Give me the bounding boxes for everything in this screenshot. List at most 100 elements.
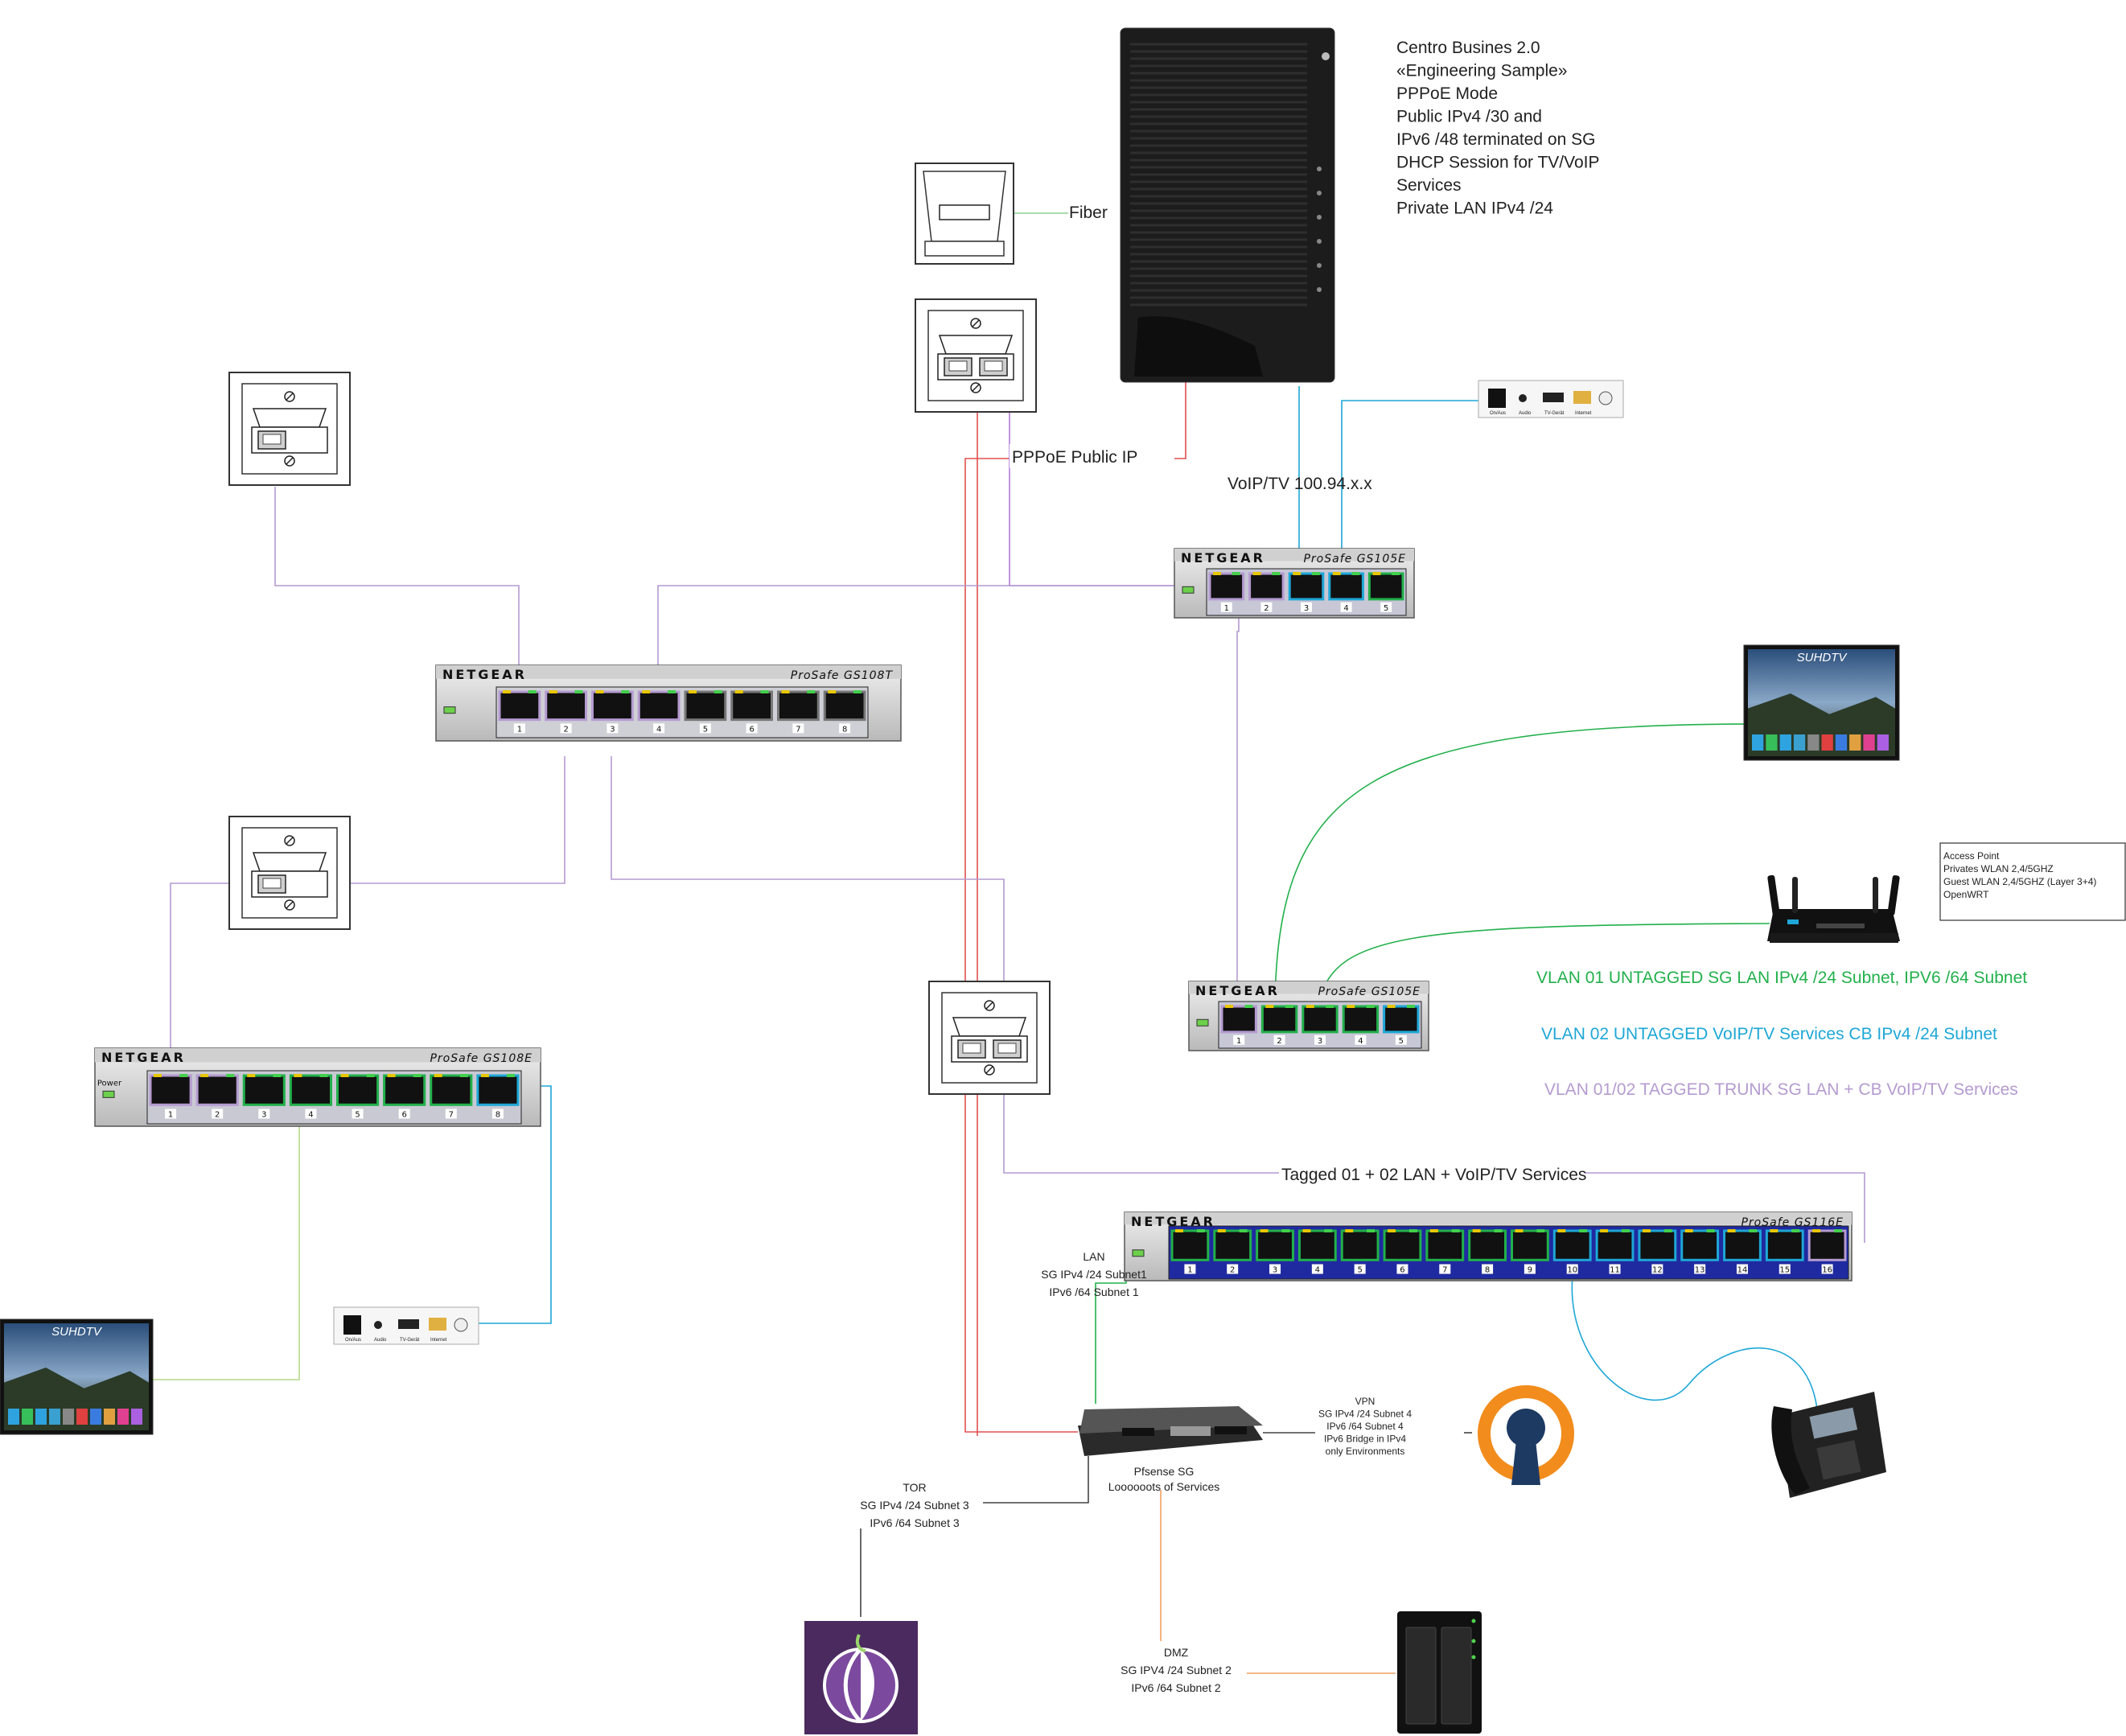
switch-port-number: 1: [1236, 1037, 1241, 1046]
wall-plate-left-2: [228, 816, 351, 930]
router-text-line: IPv6 /48 terminated on SG: [1396, 130, 1595, 149]
ap-cable: [1318, 923, 1770, 1002]
tv-app-tile: [117, 1409, 129, 1425]
switch-port: [1340, 1229, 1380, 1261]
ip-phone: [1771, 1392, 1886, 1498]
switch-port-number: 5: [1384, 604, 1388, 613]
switch-port: [684, 690, 727, 722]
tv-app-tile: [1766, 734, 1778, 751]
settop-box-top: [1478, 380, 1624, 418]
switch-port-number: 5: [1399, 1037, 1404, 1046]
switch-port-number: 2: [215, 1111, 220, 1120]
switch-port-number: 3: [1273, 1266, 1277, 1275]
switch-port-number: 8: [1485, 1266, 1490, 1275]
switch-port-number: 5: [703, 725, 708, 734]
switch-port: [823, 690, 866, 722]
left-tv-cable: [153, 1118, 300, 1380]
switch-port-number: 2: [1277, 1037, 1281, 1046]
switch-port: [1468, 1229, 1507, 1261]
switch-port: [498, 690, 541, 722]
switch-model: ProSafe GS108T: [791, 669, 894, 682]
switch-port: [383, 1074, 426, 1106]
pfsense-firewall: [1078, 1406, 1263, 1456]
trunk-cable-3: [274, 487, 520, 688]
trunk-cable-4: [338, 756, 565, 884]
switch-port: [1248, 572, 1285, 601]
switch-port-number: 3: [610, 725, 615, 734]
voip-cable-2: [1341, 400, 1496, 563]
pfsense-text-line: Loooooots of Services: [1108, 1480, 1220, 1493]
switch-port-number: 3: [1304, 604, 1309, 613]
dmz-text-line: DMZ: [1164, 1646, 1189, 1659]
switch-port-number: 9: [1528, 1266, 1532, 1275]
legend-trunk: VLAN 01/02 TAGGED TRUNK SG LAN + CB VoIP…: [1544, 1080, 2018, 1099]
switch-port-number: 16: [1822, 1266, 1832, 1275]
tv-app-tile: [90, 1409, 101, 1425]
switch-port-number: 15: [1779, 1266, 1790, 1275]
vpn-text-line: IPv6 Bridge in IPv4: [1324, 1434, 1406, 1445]
switch-port-number: 11: [1610, 1266, 1620, 1275]
switch-port: [1765, 1229, 1804, 1261]
tor-text-line: IPv6 /64 Subnet 3: [870, 1516, 960, 1529]
tv-app-tile: [1752, 734, 1764, 751]
switch-port: [1213, 1229, 1252, 1261]
lan-text-line: IPv6 /64 Subnet 1: [1049, 1286, 1139, 1298]
tv-app-tile: [1849, 734, 1861, 751]
switch-port-number: 4: [1315, 1266, 1320, 1275]
switch-port: [1680, 1229, 1720, 1261]
trunk-cable-5: [170, 882, 229, 1070]
switch-port: [1342, 1005, 1380, 1034]
switch-port-number: 7: [796, 725, 800, 734]
router-text-line: Public IPv4 /30 and: [1396, 108, 1542, 126]
switch-port: [1297, 1229, 1337, 1261]
ap-text-line: Guest WLAN 2,4/5GHZ (Layer 3+4): [1943, 876, 2096, 887]
tv-app-tile: [104, 1409, 115, 1425]
cables: [153, 212, 1865, 1674]
switch-port-number: 4: [308, 1111, 313, 1120]
switch-port: [195, 1074, 239, 1106]
switch-port: [1288, 572, 1325, 601]
switch-port: [476, 1074, 520, 1106]
switch-port-number: 1: [517, 725, 522, 734]
switch-port: [1383, 1229, 1422, 1261]
openvpn-icon: [1474, 1385, 1578, 1492]
ap-text-line: Access Point: [1943, 850, 2000, 862]
tor-icon: [804, 1621, 918, 1734]
switch-port-number: 2: [1230, 1266, 1235, 1275]
tv-app-tile: [1793, 734, 1806, 751]
wall-plate-top: [915, 298, 1037, 413]
tv-app-tile: [76, 1409, 88, 1425]
switch-port-number: 1: [168, 1111, 173, 1120]
switch-port: [1220, 1005, 1257, 1034]
switch-port: [242, 1074, 286, 1106]
dmz-text-line: IPv6 /64 Subnet 2: [1131, 1681, 1221, 1694]
switch-port-number: 7: [449, 1111, 454, 1120]
tv-app-tile: [1877, 734, 1889, 751]
phone-cable: [1571, 1274, 1819, 1417]
switch-port: [637, 690, 681, 722]
fiber-label: Fiber: [1069, 204, 1108, 222]
switch-port: [1170, 1229, 1210, 1261]
switch-port: [591, 690, 634, 722]
switch-port: [1595, 1229, 1635, 1261]
tv-app-tile: [49, 1409, 60, 1425]
switch-port-number: 14: [1737, 1266, 1748, 1275]
legend: VLAN 01 UNTAGGED SG LAN IPv4 /24 Subnet,…: [1536, 969, 2027, 1099]
tor-text-line: TOR: [903, 1481, 926, 1494]
ap-text-line: Privates WLAN 2,4/5GHZ: [1943, 863, 2054, 874]
switch-port-number: 6: [1400, 1266, 1404, 1275]
switch-port-number: 7: [1442, 1266, 1447, 1275]
switch-port: [1638, 1229, 1677, 1261]
pppoe-label: PPPoE Public IP: [1012, 448, 1137, 467]
tv-brand: SUHDTV: [1797, 651, 1848, 664]
pppoe-cable: [964, 382, 1186, 1433]
switch-brand: NETGEAR: [101, 1050, 186, 1065]
switch-port-number: 8: [496, 1111, 500, 1120]
